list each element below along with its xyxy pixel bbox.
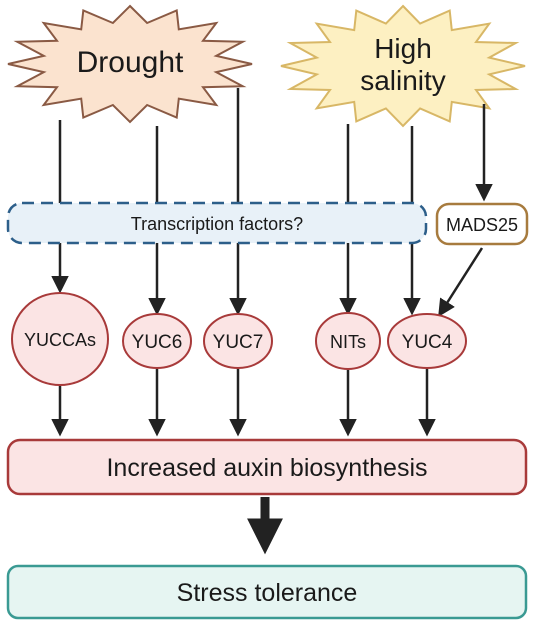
- drought-starburst: [7, 4, 253, 124]
- gene-label-yuc7: YUC7: [213, 332, 264, 353]
- mads25-box: [435, 202, 529, 246]
- stress-tolerance-box: [6, 564, 528, 620]
- gene-node-yuc7: [203, 313, 273, 369]
- high-salinity-label-line1: High: [374, 33, 432, 64]
- gene-label-yuccas: YUCCAs: [24, 330, 96, 350]
- mads25-label: MADS25: [446, 215, 518, 235]
- gene-label-yuc4: YUC4: [402, 332, 453, 353]
- gene-label-nits: NITs: [330, 332, 366, 352]
- high-salinity-label-line2: salinity: [360, 65, 446, 96]
- auxin-biosynthesis-label: Increased auxin biosynthesis: [106, 454, 427, 482]
- gene-node-yuc6: [122, 313, 192, 369]
- gene-label-yuc6: YUC6: [132, 332, 183, 353]
- gene-node-yuccas: [11, 292, 109, 386]
- drought-label: Drought: [77, 46, 184, 79]
- transcription-factors-box: [6, 201, 428, 245]
- gene-node-nits: [315, 312, 381, 370]
- gene-node-yuc4: [387, 313, 467, 369]
- arrow-mads25-to-yuc4: [438, 247, 484, 317]
- high-salinity-starburst: [280, 4, 526, 128]
- transcription-factors-label: Transcription factors?: [131, 214, 303, 234]
- stress-tolerance-label: Stress tolerance: [177, 579, 358, 607]
- auxin-biosynthesis-box: [6, 438, 528, 496]
